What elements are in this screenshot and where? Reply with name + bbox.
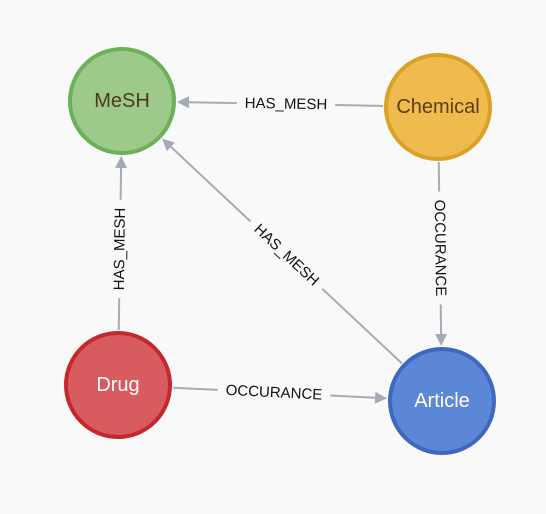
arrowhead-icon — [374, 391, 388, 404]
node-drug[interactable]: Drug — [64, 331, 172, 439]
edge-line — [188, 101, 237, 105]
edge-label: OCCURANCE — [225, 382, 322, 404]
node-circle — [68, 47, 176, 155]
edge-drug-article[interactable]: OCCURANCE — [172, 382, 388, 404]
node-mesh[interactable]: MeSH — [68, 47, 176, 155]
edge-line — [335, 104, 384, 107]
edge-line — [321, 288, 403, 365]
node-label: MeSH — [94, 90, 150, 112]
arrowhead-icon — [176, 96, 190, 109]
edge-line — [170, 146, 252, 223]
node-circle — [64, 331, 172, 439]
arrowhead-icon — [115, 155, 128, 169]
edge-chemical-mesh[interactable]: HAS_MESH — [176, 95, 384, 114]
edge-drug-mesh[interactable]: HAS_MESH — [111, 155, 129, 331]
edge-chemical-article[interactable]: OCCURANCE — [431, 161, 449, 347]
edge-line — [330, 394, 376, 399]
edge-label: OCCURANCE — [431, 200, 449, 297]
node-label: Chemical — [396, 96, 479, 118]
edge-label: HAS_MESH — [111, 208, 129, 291]
node-circle — [384, 53, 492, 161]
edge-label: HAS_MESH — [245, 95, 328, 114]
edge-line — [172, 386, 218, 391]
node-label: Drug — [96, 374, 139, 396]
edge-label: HAS_MESH — [250, 221, 322, 290]
node-article[interactable]: Article — [388, 347, 496, 455]
edge-article-mesh[interactable]: HAS_MESH — [162, 138, 403, 365]
node-label: Article — [414, 390, 470, 412]
arrowhead-icon — [162, 138, 175, 152]
node-chemical[interactable]: Chemical — [384, 53, 492, 161]
arrowhead-icon — [435, 333, 448, 347]
node-circle — [388, 347, 496, 455]
